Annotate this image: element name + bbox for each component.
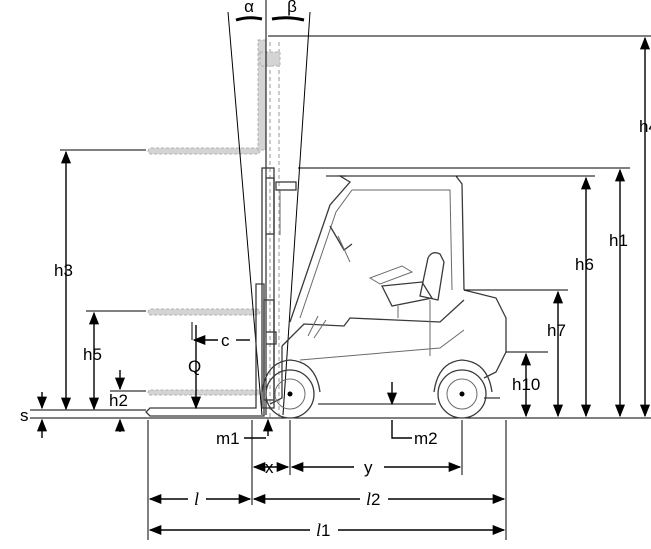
extension-lines: [30, 35, 651, 540]
body-top: [281, 299, 465, 347]
armrest: [368, 265, 414, 285]
label-h6: h6: [575, 255, 594, 274]
label-beta: β: [287, 0, 297, 16]
label-s: s: [20, 406, 29, 425]
mast-outer: [261, 167, 275, 409]
label-h4: h4: [639, 117, 651, 136]
beta-arc: [271, 16, 305, 22]
seat-cushion: [380, 281, 434, 307]
front-wheel: [265, 369, 315, 419]
front-body: [269, 346, 283, 405]
tilt-forward-line: [227, 11, 263, 416]
mast-head: [275, 181, 297, 191]
label-m2: m2: [414, 429, 438, 448]
label-h1: h1: [609, 231, 628, 250]
label-h7: h7: [547, 321, 566, 340]
label-c: c: [221, 331, 230, 350]
forklift-truck: [145, 167, 507, 419]
label-h5: h5: [83, 345, 102, 364]
front-axle: [287, 391, 293, 397]
label-x: x: [265, 458, 274, 477]
label-l: l: [194, 489, 199, 509]
fork-raised-h2: [147, 389, 261, 396]
rear-wheel-hub: [446, 378, 478, 410]
carriage-roller: [265, 331, 277, 345]
fork-raised-h3: [147, 147, 261, 155]
rear-wheel: [437, 369, 487, 419]
dim-m2-leader: [391, 420, 412, 439]
label-y: y: [364, 458, 373, 477]
label-h3: h3: [54, 261, 73, 280]
mast-cylinder: [265, 177, 275, 235]
label-h10: h10: [512, 375, 540, 394]
label-h2: h2: [109, 391, 128, 410]
rear-axle: [459, 391, 465, 397]
body-side-line: [299, 329, 465, 361]
steering-column: [329, 225, 353, 251]
seat-back: [419, 252, 445, 301]
mast-top-ghost: [259, 51, 281, 67]
alpha-arc: [235, 16, 263, 22]
control-lever-1: [307, 315, 319, 337]
tilt-backward-line: [282, 11, 311, 416]
rear-fender: [433, 359, 493, 393]
label-alpha: α: [244, 0, 254, 16]
dimension-arrows: [36, 36, 651, 536]
fork: [145, 283, 265, 417]
fork-carriage: [263, 299, 275, 401]
ghost-forks: [147, 39, 281, 420]
label-l1: l1: [316, 520, 330, 540]
label-l2: l2: [366, 489, 380, 509]
label-m1: m1: [216, 429, 240, 448]
label-Q: Q: [188, 357, 201, 376]
dimension-labels: h4 h1 h6 h7 h10 h3 h5 h2 s c Q m1 m2 x y…: [20, 117, 651, 540]
cab-inner-frame: [299, 189, 453, 319]
front-fender: [261, 359, 321, 393]
control-lever-2: [313, 319, 327, 339]
fork-raised-h5: [147, 308, 261, 316]
counterweight: [463, 289, 507, 379]
steering-wheel: [337, 235, 351, 263]
front-wheel-hub: [274, 378, 306, 410]
